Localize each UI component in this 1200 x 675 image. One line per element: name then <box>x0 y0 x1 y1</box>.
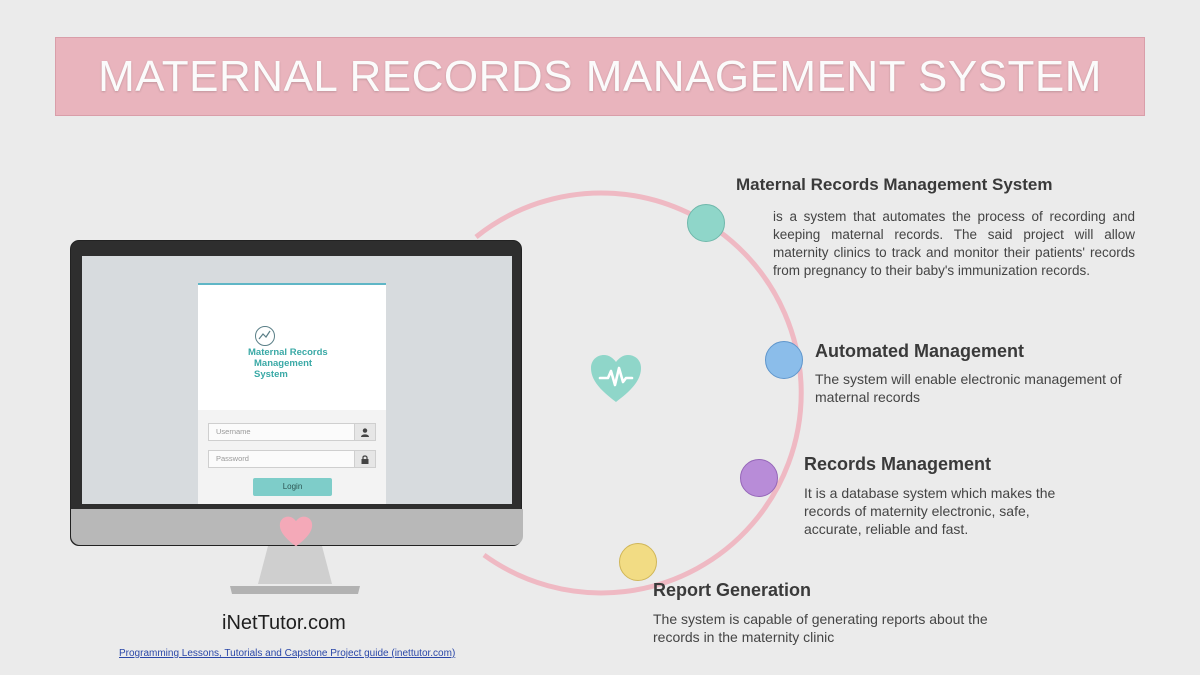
logo-icon <box>255 326 275 346</box>
arc-path <box>474 190 804 596</box>
teal-dot-icon <box>687 204 725 242</box>
footer-link[interactable]: Programming Lessons, Tutorials and Capst… <box>119 648 456 659</box>
lock-icon <box>354 451 375 467</box>
login-button[interactable]: Login <box>253 478 332 496</box>
logo-line-1: Maternal Records <box>248 347 328 358</box>
monitor-screen: Maternal Records Management System Usern… <box>82 256 512 504</box>
title-banner: MATERNAL RECORDS MANAGEMENT SYSTEM <box>55 37 1145 116</box>
blue-dot-icon <box>765 341 803 379</box>
section-body-records-management: It is a database system which makes the … <box>804 485 1056 537</box>
heartbeat-heart-icon <box>591 355 641 402</box>
section-title-automated-management: Automated Management <box>815 341 1025 361</box>
purple-dot-icon <box>740 459 778 497</box>
brand-name: iNetTutor.com <box>222 612 346 634</box>
login-card: Maternal Records Management System Usern… <box>198 283 386 504</box>
password-field[interactable]: Password <box>208 450 376 468</box>
username-placeholder: Username <box>216 427 251 436</box>
section-title-report-generation: Report Generation <box>653 580 812 600</box>
monitor-illustration: Maternal Records Management System Usern… <box>70 240 523 546</box>
page-title: MATERNAL RECORDS MANAGEMENT SYSTEM <box>98 51 1102 101</box>
login-logo-text: Maternal Records Management System <box>248 347 348 380</box>
username-field[interactable]: Username <box>208 423 376 441</box>
small-heart-icon <box>279 516 313 547</box>
yellow-dot-icon <box>619 543 657 581</box>
section-body-report-generation: The system is capable of generating repo… <box>653 611 988 645</box>
section-body-automated-management: The system will enable electronic manage… <box>815 371 1122 405</box>
section-body-overview: is a system that automates the process o… <box>773 209 1135 278</box>
section-title-overview: Maternal Records Management System <box>736 175 1053 194</box>
monitor-stand <box>230 546 360 594</box>
section-title-records-management: Records Management <box>804 454 992 474</box>
logo-line-2: Management System <box>254 358 313 380</box>
user-icon <box>354 424 375 440</box>
password-placeholder: Password <box>216 454 249 463</box>
